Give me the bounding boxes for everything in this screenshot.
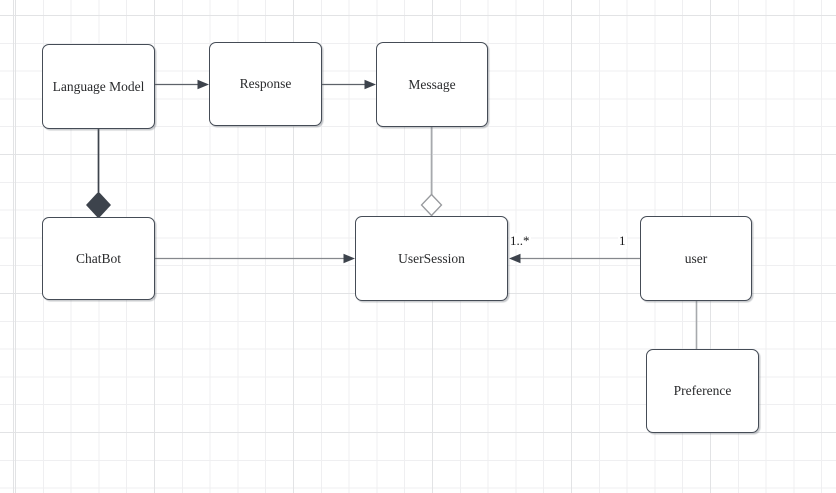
arrowhead-icon [343,253,355,264]
node-label: user [684,250,708,266]
edge-message-usersession-aggregation[interactable] [420,127,443,217]
node-response[interactable]: Response [209,42,322,126]
node-message[interactable]: Message [376,42,488,127]
node-label: ChatBot [75,250,121,266]
node-label: Preference [673,383,732,399]
edge-chatbot-usersession[interactable] [155,253,355,264]
aggregation-diamond-icon [420,193,443,217]
edge-languagemodel-chatbot-composition[interactable] [86,129,111,219]
edge-user-usersession[interactable] [509,253,640,264]
composition-diamond-icon [86,191,111,219]
node-label: Language Model [52,78,145,94]
node-user[interactable]: user [640,216,752,301]
arrowhead-icon [364,79,376,90]
edge-response-message[interactable] [322,79,376,90]
node-label: Response [239,76,292,92]
node-language-model[interactable]: Language Model [42,44,155,129]
arrowhead-icon [509,253,521,264]
arrowhead-icon [197,79,209,90]
node-label: Message [408,76,456,92]
multiplicity-label-usersession[interactable]: 1..* [509,233,531,249]
multiplicity-label-user[interactable]: 1 [618,233,627,249]
node-chatbot[interactable]: ChatBot [42,217,155,300]
node-preference[interactable]: Preference [646,349,759,433]
node-label: UserSession [398,250,465,266]
edge-languagemodel-response[interactable] [155,79,209,90]
node-usersession[interactable]: UserSession [355,216,508,301]
